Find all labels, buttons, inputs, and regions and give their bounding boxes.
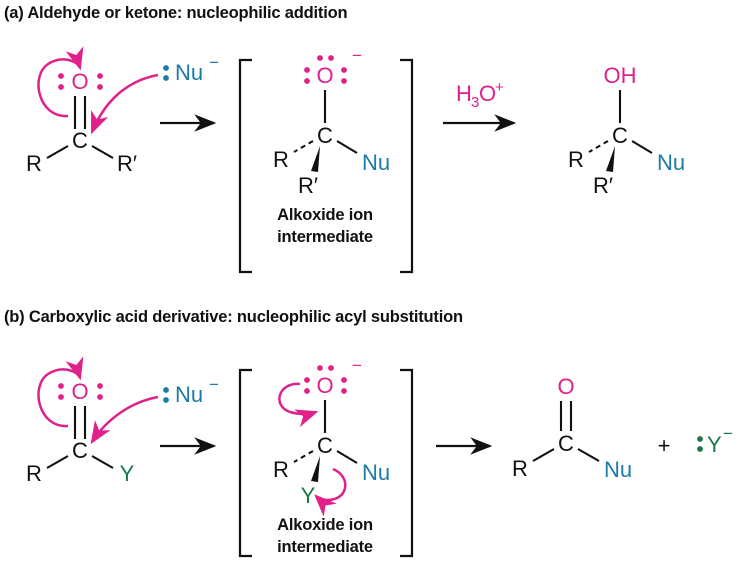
alkoxide-lone-pair-top bbox=[317, 55, 334, 61]
b-oxygen-lone-pair-right bbox=[97, 383, 103, 400]
panel-b-leaving-group: Y − bbox=[697, 424, 733, 457]
b-alkoxide-oxygen-label: O bbox=[316, 373, 333, 398]
reagent-h-label: H bbox=[456, 81, 472, 106]
product-bond-c-nu bbox=[631, 140, 653, 154]
b-alkoxide-lone-pair-left bbox=[304, 377, 310, 394]
b-substituent-r-label: R bbox=[26, 461, 42, 486]
b-oxygen-lone-pair-left bbox=[58, 383, 64, 400]
intermediate-sub-rprime-label: R′ bbox=[298, 173, 318, 198]
panel-a-reactant-structure: O C R R′ bbox=[26, 46, 137, 176]
substituent-r-label: R bbox=[26, 151, 42, 176]
b-alkoxide-lone-pair-top bbox=[317, 365, 334, 371]
panel-a-intermediate-structure: O − C R R′ Nu Alkoxide ion intermediate bbox=[273, 46, 390, 246]
b-product-bond-c-r bbox=[532, 448, 555, 462]
plus-sign: + bbox=[658, 433, 671, 458]
nucleophile-label: Nu bbox=[175, 60, 203, 85]
b-bond-dashed-r bbox=[293, 450, 314, 463]
panel-a-nucleophile: Nu − bbox=[90, 53, 219, 135]
b-product-oxygen-label: O bbox=[557, 374, 574, 399]
alkoxide-lone-pair-right bbox=[341, 67, 347, 84]
nucleophile-lone-pair bbox=[163, 65, 169, 81]
intermediate-caption-line2: intermediate bbox=[277, 228, 373, 246]
alkoxide-charge: − bbox=[352, 46, 362, 65]
alkoxide-lone-pair-left bbox=[304, 67, 310, 84]
bond-c-r bbox=[46, 145, 69, 159]
leaving-group-label: Y bbox=[707, 432, 722, 457]
product-sub-rprime-label: R′ bbox=[593, 173, 613, 198]
panel-a-reagent-arrow: H 3 O + bbox=[443, 79, 517, 132]
intermediate-sub-nu-label: Nu bbox=[362, 150, 390, 175]
b-nucleophile-lone-pair bbox=[163, 387, 169, 403]
panel-a-scheme: O C R R′ Nu − bbox=[26, 46, 685, 274]
panel-b-intermediate-structure: O − C R Y Nu Alkoxide ion intermediate bbox=[273, 356, 390, 556]
curved-arrow-nu-to-carbon bbox=[90, 73, 159, 135]
b-curved-arrow-pi-to-oxygen bbox=[37, 356, 84, 428]
b-intermediate-caption-line2: intermediate bbox=[277, 538, 373, 556]
product-sub-r-label: R bbox=[568, 147, 584, 172]
panel-a-heading: (a) Aldehyde or ketone: nucleophilic add… bbox=[4, 4, 348, 22]
leaving-group-charge: − bbox=[723, 424, 733, 443]
b-intermediate-sub-nu-label: Nu bbox=[362, 460, 390, 485]
b-bond-c-y bbox=[91, 455, 114, 469]
bond-wedge-rprime bbox=[311, 146, 320, 172]
b-curved-arrow-o-to-pi bbox=[278, 382, 319, 428]
b-bond-c-r bbox=[46, 455, 69, 469]
curved-arrow-pi-to-oxygen bbox=[37, 46, 84, 118]
b-carbonyl-carbon-label: C bbox=[72, 438, 88, 463]
carbonyl-oxygen-label: O bbox=[71, 69, 88, 94]
b-intermediate-caption-line1: Alkoxide ion bbox=[277, 516, 373, 534]
product-bond-dashed-r bbox=[588, 140, 609, 153]
intermediate-carbon-label: C bbox=[317, 123, 333, 148]
panel-b-product-structure: O C R Nu bbox=[512, 374, 632, 482]
bond-dashed-r bbox=[293, 140, 314, 153]
leaving-group-lone-pair bbox=[697, 436, 703, 452]
intermediate-sub-r-label: R bbox=[273, 147, 289, 172]
product-carbon-label: C bbox=[612, 123, 628, 148]
bond-c-rprime bbox=[91, 145, 114, 159]
b-product-sub-r-label: R bbox=[512, 456, 528, 481]
b-intermediate-carbon-label: C bbox=[317, 433, 333, 458]
carbonyl-double-bond bbox=[73, 96, 87, 129]
panel-b-reactant-structure: O C R Y bbox=[26, 356, 135, 486]
b-nucleophile-charge: − bbox=[209, 375, 219, 394]
nucleophile-charge: − bbox=[209, 53, 219, 72]
product-hydroxyl-label: OH bbox=[604, 63, 637, 88]
b-carbonyl-oxygen-label: O bbox=[71, 379, 88, 404]
b-intermediate-sub-y-label: Y bbox=[301, 483, 316, 508]
product-sub-nu-label: Nu bbox=[657, 150, 685, 175]
bracket-left-b bbox=[238, 368, 252, 558]
intermediate-caption-line1: Alkoxide ion bbox=[277, 206, 373, 224]
carbonyl-carbon-label: C bbox=[72, 128, 88, 153]
reagent-charge: + bbox=[495, 79, 504, 96]
b-carbonyl-double-bond bbox=[73, 406, 87, 439]
oxygen-lone-pair-right bbox=[97, 73, 103, 90]
b-product-sub-nu-label: Nu bbox=[604, 457, 632, 482]
b-curved-arrow-c-y-cleavage bbox=[314, 467, 347, 517]
b-product-double-bond bbox=[559, 401, 573, 431]
b-alkoxide-lone-pair-right bbox=[341, 377, 347, 394]
b-alkoxide-charge: − bbox=[352, 356, 362, 375]
panel-b-scheme: O C R Y Nu − O − bbox=[26, 356, 733, 558]
b-product-carbon-label: C bbox=[558, 431, 574, 456]
b-nucleophile-label: Nu bbox=[175, 382, 203, 407]
reagent-subscript: 3 bbox=[471, 94, 479, 111]
b-intermediate-sub-r-label: R bbox=[273, 457, 289, 482]
alkoxide-oxygen-label: O bbox=[316, 63, 333, 88]
b-product-bond-c-nu bbox=[577, 448, 600, 462]
bracket-right-a bbox=[400, 58, 414, 274]
reagent-o-label: O bbox=[479, 81, 496, 106]
b-bond-c-nu bbox=[336, 450, 358, 464]
b-substituent-y-label: Y bbox=[120, 461, 135, 486]
bracket-left-a bbox=[238, 58, 252, 274]
oxygen-lone-pair-left bbox=[58, 73, 64, 90]
panel-a-product-structure: OH C R R′ Nu bbox=[568, 63, 685, 198]
product-bond-wedge-rprime bbox=[606, 146, 615, 172]
panel-b-heading: (b) Carboxylic acid derivative: nucleoph… bbox=[4, 308, 463, 326]
b-bond-wedge-y bbox=[311, 456, 320, 482]
bond-c-nu bbox=[336, 140, 358, 154]
bracket-right-b bbox=[400, 368, 414, 558]
b-curved-arrow-nu-to-carbon bbox=[90, 395, 159, 445]
panel-b-nucleophile: Nu − bbox=[90, 375, 219, 445]
substituent-rprime-label: R′ bbox=[117, 151, 137, 176]
